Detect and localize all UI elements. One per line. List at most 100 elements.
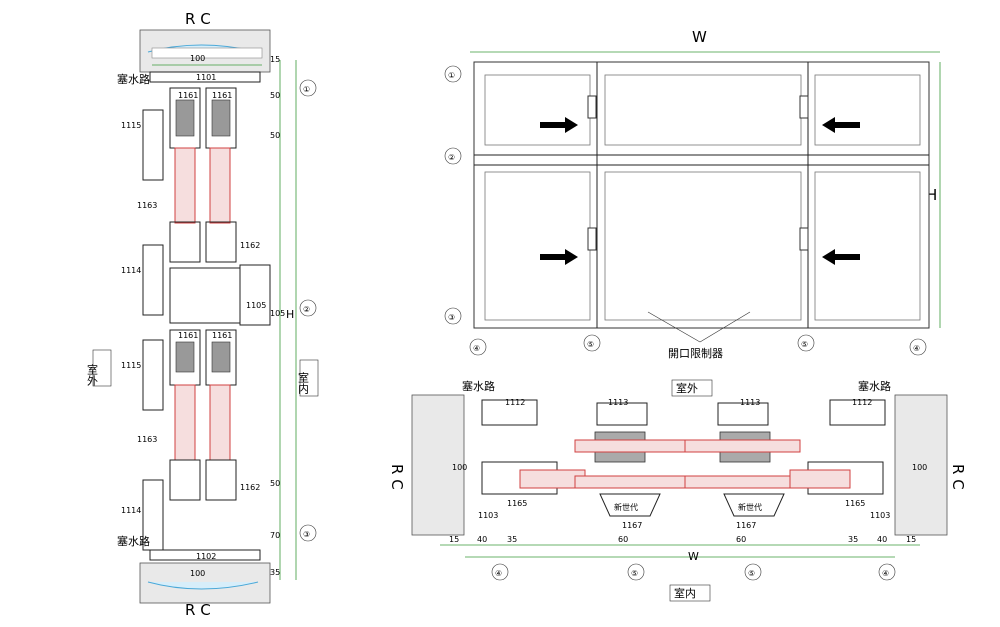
h-col-axis-5-left: ⑤ bbox=[631, 569, 638, 578]
brand-name-left: 新世代 bbox=[614, 502, 638, 512]
rc-right-label: R C bbox=[949, 464, 967, 490]
h-col-axis-4-right: ④ bbox=[882, 569, 889, 578]
svg-text:②: ② bbox=[303, 305, 310, 314]
dim-50-a: 50 bbox=[270, 91, 280, 100]
row-axis-3: ③ bbox=[448, 313, 455, 322]
dim-35-right: 35 bbox=[848, 535, 858, 544]
arrow-left-icon bbox=[822, 249, 860, 265]
part-1102-label: 1102 bbox=[196, 552, 216, 561]
dim-top-100: 100 bbox=[190, 54, 205, 63]
upper-grid bbox=[484, 74, 921, 321]
part-1101-label: 1101 bbox=[196, 73, 216, 82]
dim-15-left: 15 bbox=[449, 535, 459, 544]
height-label-H-vertical: H bbox=[286, 308, 294, 321]
opening-limiter-label: 開口限制器 bbox=[668, 347, 723, 360]
part-1161-b: 1161 bbox=[212, 91, 232, 100]
part-1162-upper: 1162 bbox=[240, 241, 260, 250]
drain-top-label: 塞水路 bbox=[117, 72, 150, 86]
pull-handle-right bbox=[723, 493, 785, 517]
part-1114-lower: 1114 bbox=[121, 506, 141, 515]
rc-bottom-label: R C bbox=[185, 601, 211, 619]
handle-icon bbox=[587, 227, 597, 251]
row-axis-2: ② bbox=[448, 153, 455, 162]
drain-right-label: 塞水路 bbox=[858, 379, 891, 393]
handle-icon bbox=[587, 95, 597, 119]
row-axis-1: ① bbox=[448, 71, 455, 80]
part-1167-right: 1167 bbox=[736, 521, 756, 530]
rc-top-label: R C bbox=[185, 10, 211, 28]
part-1165-right: 1165 bbox=[845, 499, 865, 508]
head-frame-1101 bbox=[149, 71, 261, 83]
dim-50-c: 50 bbox=[270, 479, 280, 488]
dim-35-left: 35 bbox=[507, 535, 517, 544]
dim-105: 105 bbox=[270, 309, 285, 318]
part-1112-right: 1112 bbox=[852, 398, 872, 407]
arrow-right-icon bbox=[540, 249, 578, 265]
transom-1105 bbox=[169, 267, 241, 324]
part-1113-left: 1113 bbox=[608, 398, 628, 407]
outside-label-vertical: 室外 bbox=[86, 363, 99, 387]
sill-frame-1102 bbox=[149, 549, 261, 561]
part-1113-right: 1113 bbox=[740, 398, 760, 407]
part-1163-upper: 1163 bbox=[137, 201, 157, 210]
part-1105: 1105 bbox=[246, 301, 266, 310]
part-1165-left: 1165 bbox=[507, 499, 527, 508]
h-col-axis-4-left: ④ bbox=[495, 569, 502, 578]
col-axis-4-left: ④ bbox=[473, 344, 480, 353]
part-1112-left: 1112 bbox=[505, 398, 525, 407]
elevation: W H ① ② ③ ④ ⑤ ⑤ ④ 開口 bbox=[444, 28, 941, 360]
col-axis-4-right: ④ bbox=[913, 344, 920, 353]
part-1161-c: 1161 bbox=[178, 331, 198, 340]
width-label-W-horizontal: W bbox=[688, 550, 699, 563]
dim-40-left: 40 bbox=[477, 535, 487, 544]
part-1115-lower: 1115 bbox=[121, 361, 141, 370]
part-1163-lower: 1163 bbox=[137, 435, 157, 444]
svg-text:①: ① bbox=[303, 85, 310, 94]
vertical-section: R C 100 1101 塞水路 1161 1161 1115 1163 116… bbox=[86, 10, 319, 619]
left-wall bbox=[411, 394, 465, 536]
outside-label-horizontal: 室外 bbox=[676, 381, 698, 395]
arrow-right-icon bbox=[540, 117, 578, 133]
axis-marker-3: ③ bbox=[299, 524, 317, 542]
col-axis-5-right: ⑤ bbox=[801, 340, 808, 349]
part-1167-left: 1167 bbox=[622, 521, 642, 530]
part-1103-left: 1103 bbox=[478, 511, 498, 520]
h-col-axis-5-right: ⑤ bbox=[748, 569, 755, 578]
rc-left-label: R C bbox=[388, 464, 406, 490]
dim-60-right: 60 bbox=[736, 535, 746, 544]
brand-name-right: 新世代 bbox=[738, 502, 762, 512]
dim-bottom-100: 100 bbox=[190, 569, 205, 578]
axis-marker-1: ① bbox=[299, 79, 317, 97]
handle-icon bbox=[799, 95, 809, 119]
part-1161-d: 1161 bbox=[212, 331, 232, 340]
upper-sash-pair: 1161 1161 bbox=[169, 87, 237, 149]
part-1161-a: 1161 bbox=[178, 91, 198, 100]
part-1103-right: 1103 bbox=[870, 511, 890, 520]
horizontal-section: 室外 R C 塞水路 R C 塞水路 1112 1103 1165 1113 1… bbox=[388, 379, 967, 602]
glass-upper-right bbox=[209, 147, 231, 224]
axis-marker-2: ② bbox=[299, 299, 317, 317]
dim-100-right: 100 bbox=[912, 463, 927, 472]
frame-profile-1115-upper bbox=[142, 109, 164, 181]
dim-15: 15 bbox=[270, 55, 280, 64]
dim-60-left: 60 bbox=[618, 535, 628, 544]
dim-50-b: 50 bbox=[270, 131, 280, 140]
width-label-W: W bbox=[692, 28, 707, 46]
glass-upper-left bbox=[174, 147, 196, 224]
drain-bottom-label: 塞水路 bbox=[117, 534, 150, 548]
inside-label-vertical: 室内 bbox=[297, 371, 310, 395]
drain-left-label: 塞水路 bbox=[462, 379, 495, 393]
dim-35: 35 bbox=[270, 568, 280, 577]
dim-70: 70 bbox=[270, 531, 280, 540]
inside-label-horizontal: 室内 bbox=[674, 586, 696, 600]
svg-text:③: ③ bbox=[303, 530, 310, 539]
right-wall bbox=[894, 394, 948, 536]
height-label-H: H bbox=[926, 186, 937, 204]
part-1115-upper: 1115 bbox=[121, 121, 141, 130]
arrow-left-icon bbox=[822, 117, 860, 133]
handle-icon bbox=[799, 227, 809, 251]
pull-handle-left bbox=[599, 493, 661, 517]
dim-100-left: 100 bbox=[452, 463, 467, 472]
dim-40-right: 40 bbox=[877, 535, 887, 544]
